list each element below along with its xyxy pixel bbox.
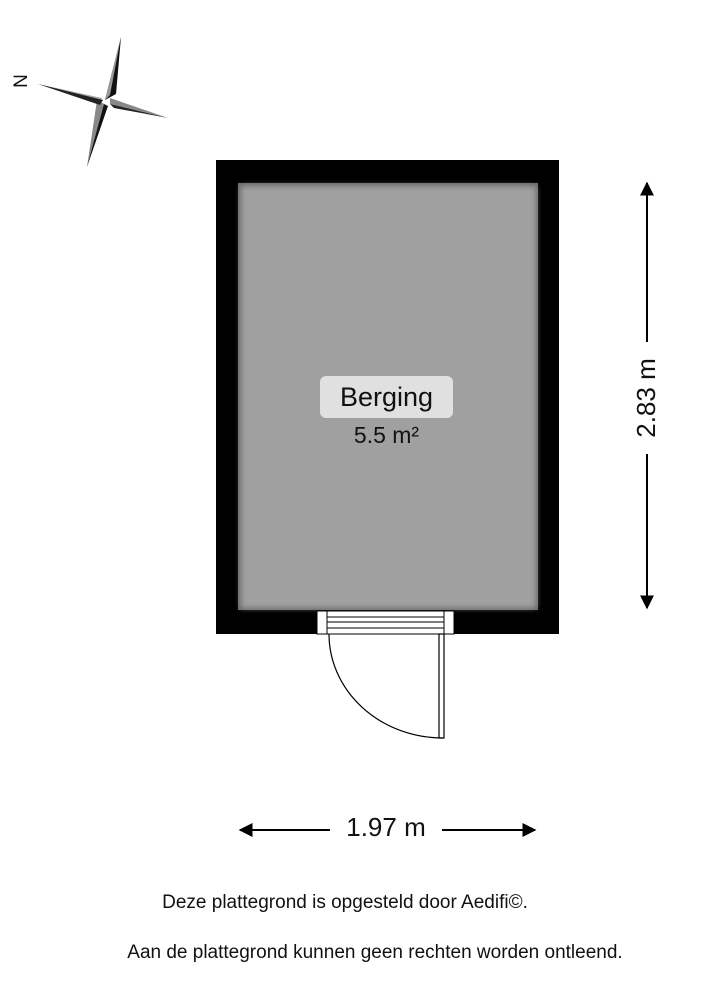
room-name: Berging (320, 376, 453, 418)
room-area: 5.5 m² (353, 422, 420, 448)
door-opening (317, 611, 454, 635)
footer-credit: Deze plattegrond is opgesteld door Aedif… (162, 892, 528, 913)
door-frame (316, 610, 455, 635)
width-dimension-label: 1.97 m (330, 812, 442, 843)
compass-rose-icon (38, 37, 168, 167)
height-dimension-label: 2.83 m (626, 342, 666, 454)
door-swing (328, 633, 445, 739)
footer-disclaimer: Aan de plattegrond kunnen geen rechten w… (127, 942, 623, 963)
north-label: N (11, 74, 32, 88)
